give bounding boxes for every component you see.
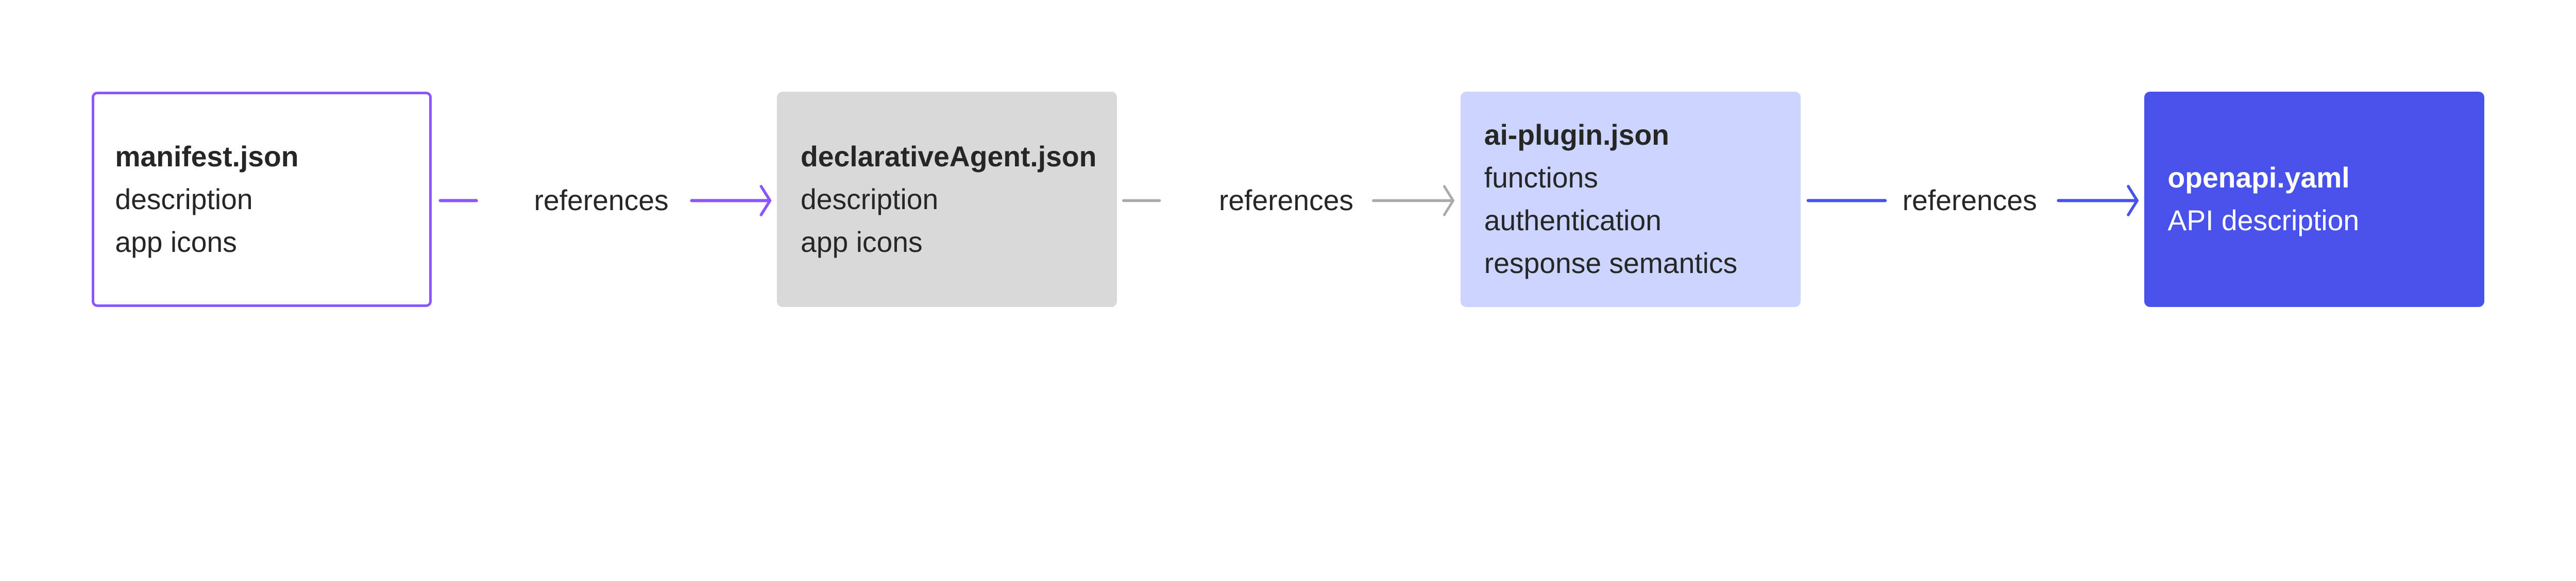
edge-label: references (1218, 184, 1354, 217)
edge-label: references (1902, 184, 2037, 217)
node-line: response semantics (1484, 247, 1738, 280)
arrow-right-icon (1122, 185, 1455, 216)
edge-manifest-to-declarative-agent: references (438, 179, 777, 222)
edge-declarative-agent-to-ai-plugin: references (1122, 179, 1460, 222)
node-line: description (801, 183, 939, 215)
edge-ai-plugin-to-openapi: references (1807, 179, 2145, 222)
node-ai-plugin-json: ai-plugin.json functions authentication … (1461, 92, 1801, 307)
node-line: app icons (801, 226, 923, 258)
node-line: authentication (1484, 204, 1662, 237)
node-manifest-json: manifest.json description app icons (92, 92, 432, 307)
node-openapi-yaml: openapi.yaml API description (2144, 92, 2484, 307)
node-title: declarativeAgent.json (801, 140, 1097, 173)
node-title: openapi.yaml (2167, 162, 2350, 194)
node-line: functions (1484, 162, 1598, 194)
node-line: description (115, 183, 253, 215)
node-title: ai-plugin.json (1484, 119, 1669, 151)
node-title: manifest.json (115, 140, 299, 173)
arrow-right-icon (1807, 185, 2139, 217)
edge-label: references (534, 184, 669, 217)
arrow-right-icon (438, 185, 772, 217)
node-declarative-agent-json: declarativeAgent.json description app ic… (777, 92, 1117, 307)
node-line: app icons (115, 226, 237, 258)
node-line: API description (2167, 204, 2360, 237)
